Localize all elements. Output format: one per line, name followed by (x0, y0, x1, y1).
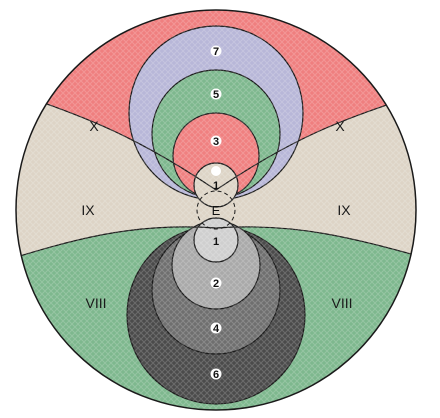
lower-number-2: 2 (213, 278, 219, 290)
marker-dot-3 (210, 135, 222, 147)
center-e-label: E (212, 203, 221, 218)
lower-number-4: 4 (213, 323, 220, 335)
marker-dot-7 (210, 45, 222, 57)
lower-number-6: 6 (213, 369, 219, 381)
lower-number-1: 1 (213, 236, 219, 248)
upper-number-1: 1 (213, 180, 219, 192)
center-e-circle (196, 190, 236, 230)
region-ix-left-label: IX (81, 202, 95, 218)
region-viii-right-label: VIII (331, 295, 352, 311)
region-viii-left-label: VIII (85, 295, 106, 311)
marker-dot-5 (210, 88, 222, 100)
upper-number-3: 3 (213, 136, 219, 148)
marker-dot-4 (210, 322, 222, 334)
region-ix-right-label: IX (337, 202, 351, 218)
disc-outline (15, 9, 417, 411)
upper-number-7: 7 (213, 46, 219, 58)
region-x-left-label: X (89, 118, 99, 134)
marker-dot-6 (210, 368, 222, 380)
marker-dot-top (211, 166, 221, 176)
region-x-right-label: X (335, 118, 345, 134)
marker-dot-2 (210, 277, 222, 289)
upper-number-5: 5 (213, 89, 219, 101)
